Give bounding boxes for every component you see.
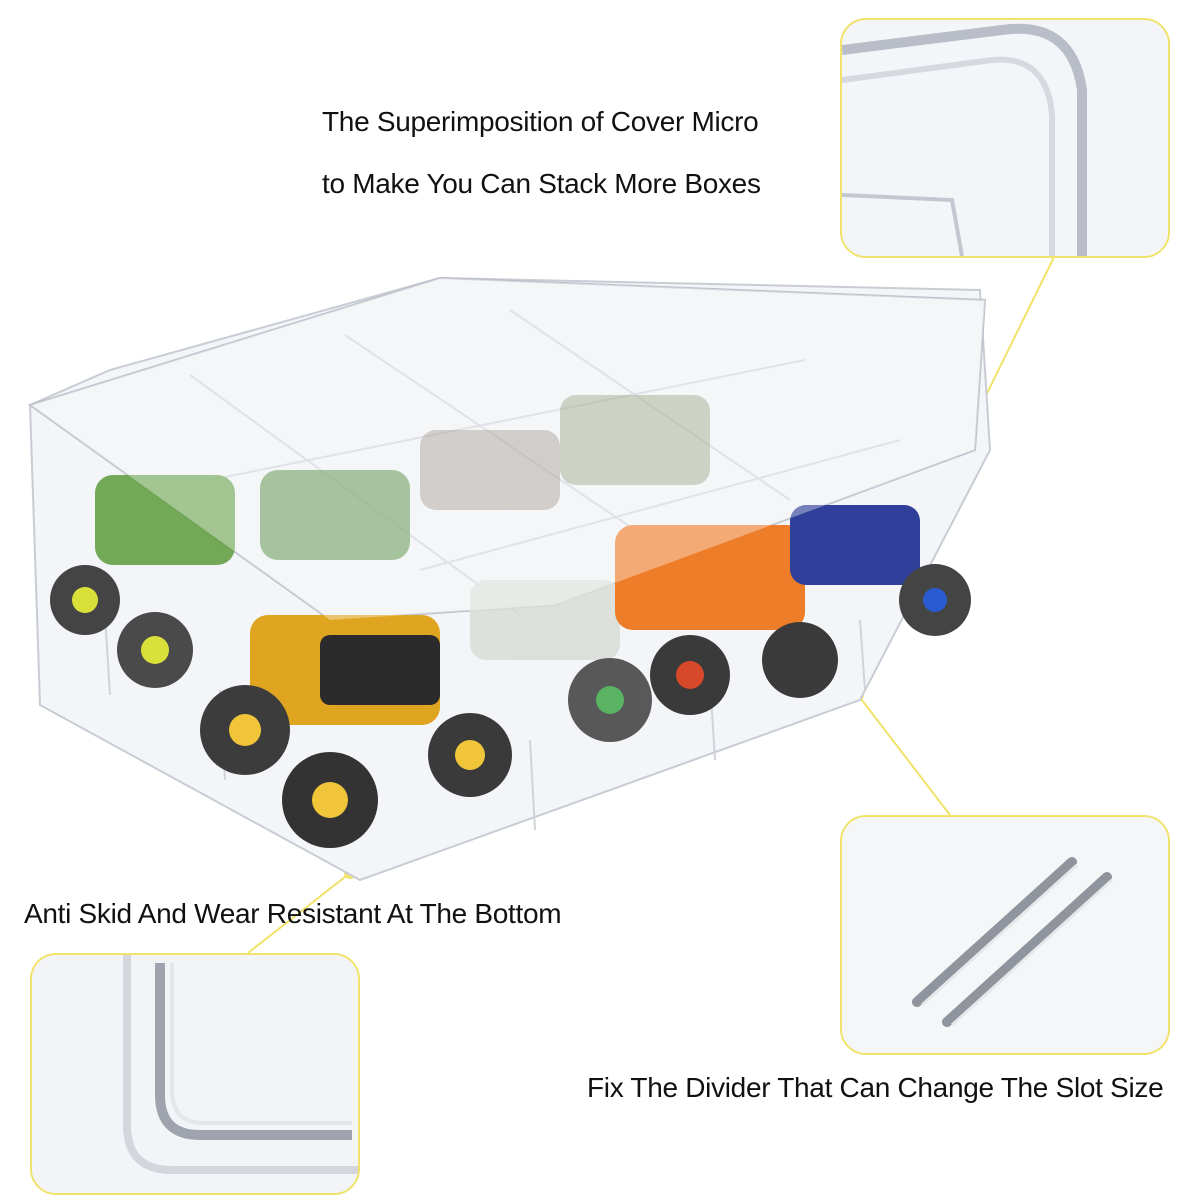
lid-reflection xyxy=(30,278,985,620)
leader-dot-divider xyxy=(852,689,864,701)
inset-bottom-corner xyxy=(30,953,360,1195)
toy-truck-green xyxy=(50,475,235,688)
divider-lines xyxy=(104,309,901,831)
caption-stacking-line-1: The Superimposition of Cover Micro xyxy=(322,106,759,137)
toy-truck-green-2 xyxy=(260,470,410,560)
box-lid xyxy=(27,276,987,622)
toy-truck-yellow xyxy=(200,615,512,848)
toy-truck-orange xyxy=(615,525,838,715)
caption-stacking-line-2: to Make You Can Stack More Boxes xyxy=(322,168,761,199)
caption-anti-skid: Anti Skid And Wear Resistant At The Bott… xyxy=(24,898,562,929)
leader-dot-bottom xyxy=(344,867,356,879)
toy-truck-white xyxy=(470,580,652,742)
leader-line-divider xyxy=(857,694,951,816)
toy-truck-back-row xyxy=(420,395,710,510)
leader-dot-lid xyxy=(962,426,974,438)
leader-line-lid xyxy=(967,254,1056,433)
inset-divider-slots xyxy=(840,815,1170,1055)
box-shell xyxy=(28,276,992,882)
caption-divider: Fix The Divider That Can Change The Slot… xyxy=(587,1072,1164,1103)
toy-truck-blue xyxy=(790,505,971,636)
inset-lid-corner xyxy=(840,18,1170,258)
